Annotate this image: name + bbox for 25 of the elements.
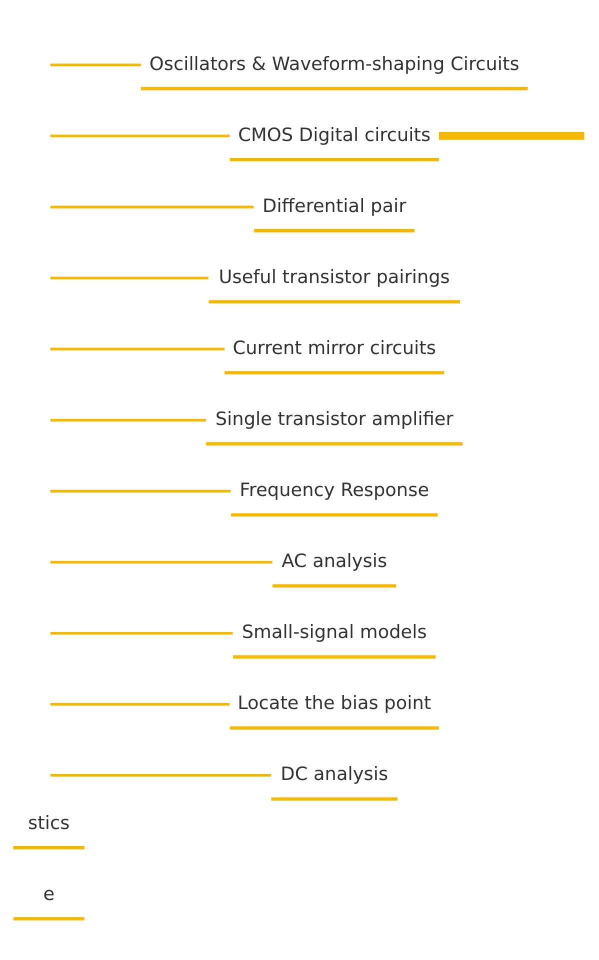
node-text: Oscillators & Waveform-shaping Circuits xyxy=(149,54,520,75)
connector xyxy=(50,774,271,777)
node-text: AC analysis xyxy=(282,551,388,572)
node-text: stics xyxy=(28,812,70,834)
node-text: DC analysis xyxy=(280,764,388,786)
node-text: Frequency Response xyxy=(240,480,430,502)
connector xyxy=(50,134,230,138)
connector xyxy=(50,632,233,635)
connector xyxy=(50,64,141,66)
connector xyxy=(50,560,272,564)
connector xyxy=(438,132,584,140)
connector xyxy=(50,206,254,208)
node-text: Differential pair xyxy=(262,196,406,217)
node-text: Current mirror circuits xyxy=(232,338,436,359)
node-text: Small-signal models xyxy=(242,622,427,644)
node-text: Locate the bias point xyxy=(238,693,432,714)
node-text: CMOS Digital circuits xyxy=(238,124,431,146)
connector xyxy=(50,348,224,350)
node-text: e xyxy=(43,884,55,905)
node-text: Useful transistor pairings xyxy=(218,266,450,288)
connector xyxy=(50,276,208,280)
connector xyxy=(50,418,206,422)
node-text: Single transistor amplifier xyxy=(215,409,454,430)
connector xyxy=(50,702,230,706)
connector xyxy=(50,490,231,492)
